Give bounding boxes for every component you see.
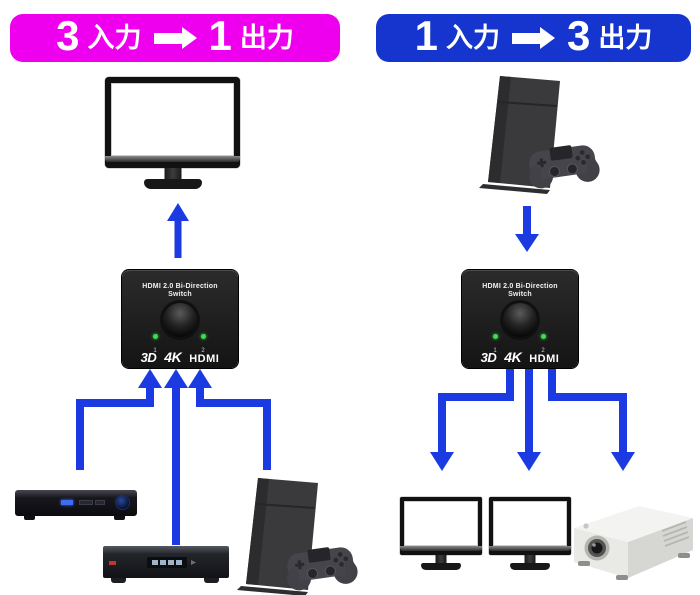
bluray-logo [116, 496, 129, 509]
header-left-input-label: 入力 [87, 22, 142, 53]
tv-monitor-icon [105, 77, 240, 189]
switch-led-1: 1 [149, 334, 161, 357]
monitor-stand-neck [524, 555, 536, 564]
recorder-display [147, 557, 187, 568]
switch-logos: 3D 4K HDMI [462, 349, 578, 365]
switch-led-2: 2 [537, 334, 549, 357]
arrow-bar [512, 32, 540, 44]
bluray-display [61, 500, 73, 505]
led-label: 2 [541, 348, 545, 354]
right-arrow-icon [153, 27, 197, 49]
header-left-output-count: 1 [208, 12, 232, 59]
recorder-foot [111, 578, 126, 583]
logo-3d: 3D [480, 350, 497, 365]
arrow-switch-to-projector [548, 368, 635, 471]
projector-vents [661, 521, 690, 547]
ps4-controller [287, 547, 358, 591]
arrow-tip [540, 27, 555, 49]
switch-title: HDMI 2.0 Bi-Direction Switch [462, 283, 578, 299]
projector-lens [584, 535, 610, 561]
recorder-foot [204, 578, 219, 583]
bluray-panel-detail [79, 500, 93, 505]
arrow-switch-to-monitor1 [430, 368, 514, 471]
arrow-recorder-to-switch [164, 369, 188, 545]
led-label: 1 [153, 348, 157, 354]
switch-knob [163, 303, 197, 337]
led-dot [492, 334, 498, 339]
display-segment [152, 560, 158, 565]
header-left-output-label: 出力 [239, 22, 294, 53]
arrow-ps4-to-switch [188, 369, 271, 470]
header-right-input-count: 1 [414, 12, 438, 59]
led-label: 2 [201, 348, 205, 354]
bluray-player-icon [15, 490, 137, 520]
display-segment [168, 560, 174, 565]
arrow-switch-to-monitor2 [517, 368, 541, 471]
header-left-input-count: 3 [56, 12, 80, 59]
monitor-screen [404, 501, 478, 546]
hdmi-switch-right: HDMI 2.0 Bi-Direction Switch 1 2 3D 4K H… [462, 270, 578, 368]
ps4-controller [529, 145, 600, 189]
monitor-bezel-strip [489, 546, 571, 551]
arrow-switch-to-tv [167, 203, 189, 258]
header-right-input-label: 入力 [446, 22, 500, 53]
monitor-icon [489, 497, 571, 570]
logo-4k: 4K [164, 349, 182, 365]
bluray-foot [114, 516, 125, 520]
display-segment [160, 560, 166, 565]
logo-hdmi: HDMI [529, 353, 560, 365]
arrow-tip [181, 27, 197, 49]
led-label: 1 [493, 348, 497, 354]
led-dot [200, 334, 206, 339]
switch-title-line2: Switch [508, 291, 532, 298]
switch-led-1: 1 [489, 334, 501, 357]
monitor-stand-base [510, 563, 550, 570]
monitor-stand-base [143, 179, 202, 189]
bluray-panel-detail [95, 500, 105, 505]
arrow-bluray-to-switch [76, 369, 162, 470]
monitor-screen [111, 83, 234, 156]
header-right-output-label: 出力 [598, 22, 653, 53]
projector-icon [574, 506, 693, 580]
logo-hdmi: HDMI [189, 353, 220, 365]
monitor-stand-neck [164, 168, 181, 180]
switch-led-2: 2 [197, 334, 209, 357]
hdmi-switch-left: HDMI 2.0 Bi-Direction Switch 1 2 3D 4K H… [122, 270, 238, 368]
switch-title-line1: HDMI 2.0 Bi-Direction [482, 283, 558, 290]
monitor-icon [400, 497, 482, 570]
switch-logos: 3D 4K HDMI [122, 349, 238, 365]
monitor-bezel-strip [105, 156, 240, 162]
led-dot [540, 334, 546, 339]
monitor-screen [493, 501, 567, 546]
switch-knob [503, 303, 537, 337]
bluray-foot [24, 516, 35, 520]
recorder-red-accent [109, 561, 116, 565]
switch-title-line1: HDMI 2.0 Bi-Direction [142, 283, 218, 290]
projector-feet [578, 553, 690, 580]
ps4-console-icon [479, 76, 600, 194]
monitor-bezel-strip [400, 546, 482, 551]
ps4-console-icon [237, 478, 358, 595]
logo-4k: 4K [504, 349, 522, 365]
bd-recorder-icon [103, 546, 229, 583]
logo-3d: 3D [140, 350, 157, 365]
right-arrow-icon [512, 27, 555, 49]
switch-title-line2: Switch [168, 291, 192, 298]
switch-title: HDMI 2.0 Bi-Direction Switch [122, 283, 238, 299]
arrow-bar [153, 32, 182, 44]
led-dot [152, 334, 158, 339]
monitor-stand-base [421, 563, 461, 570]
recorder-play-mark [191, 560, 196, 565]
display-segment [176, 560, 182, 565]
header-right-output-count: 3 [567, 12, 591, 59]
monitor-stand-neck [435, 555, 447, 564]
arrow-ps4-to-switch-right [515, 206, 539, 252]
